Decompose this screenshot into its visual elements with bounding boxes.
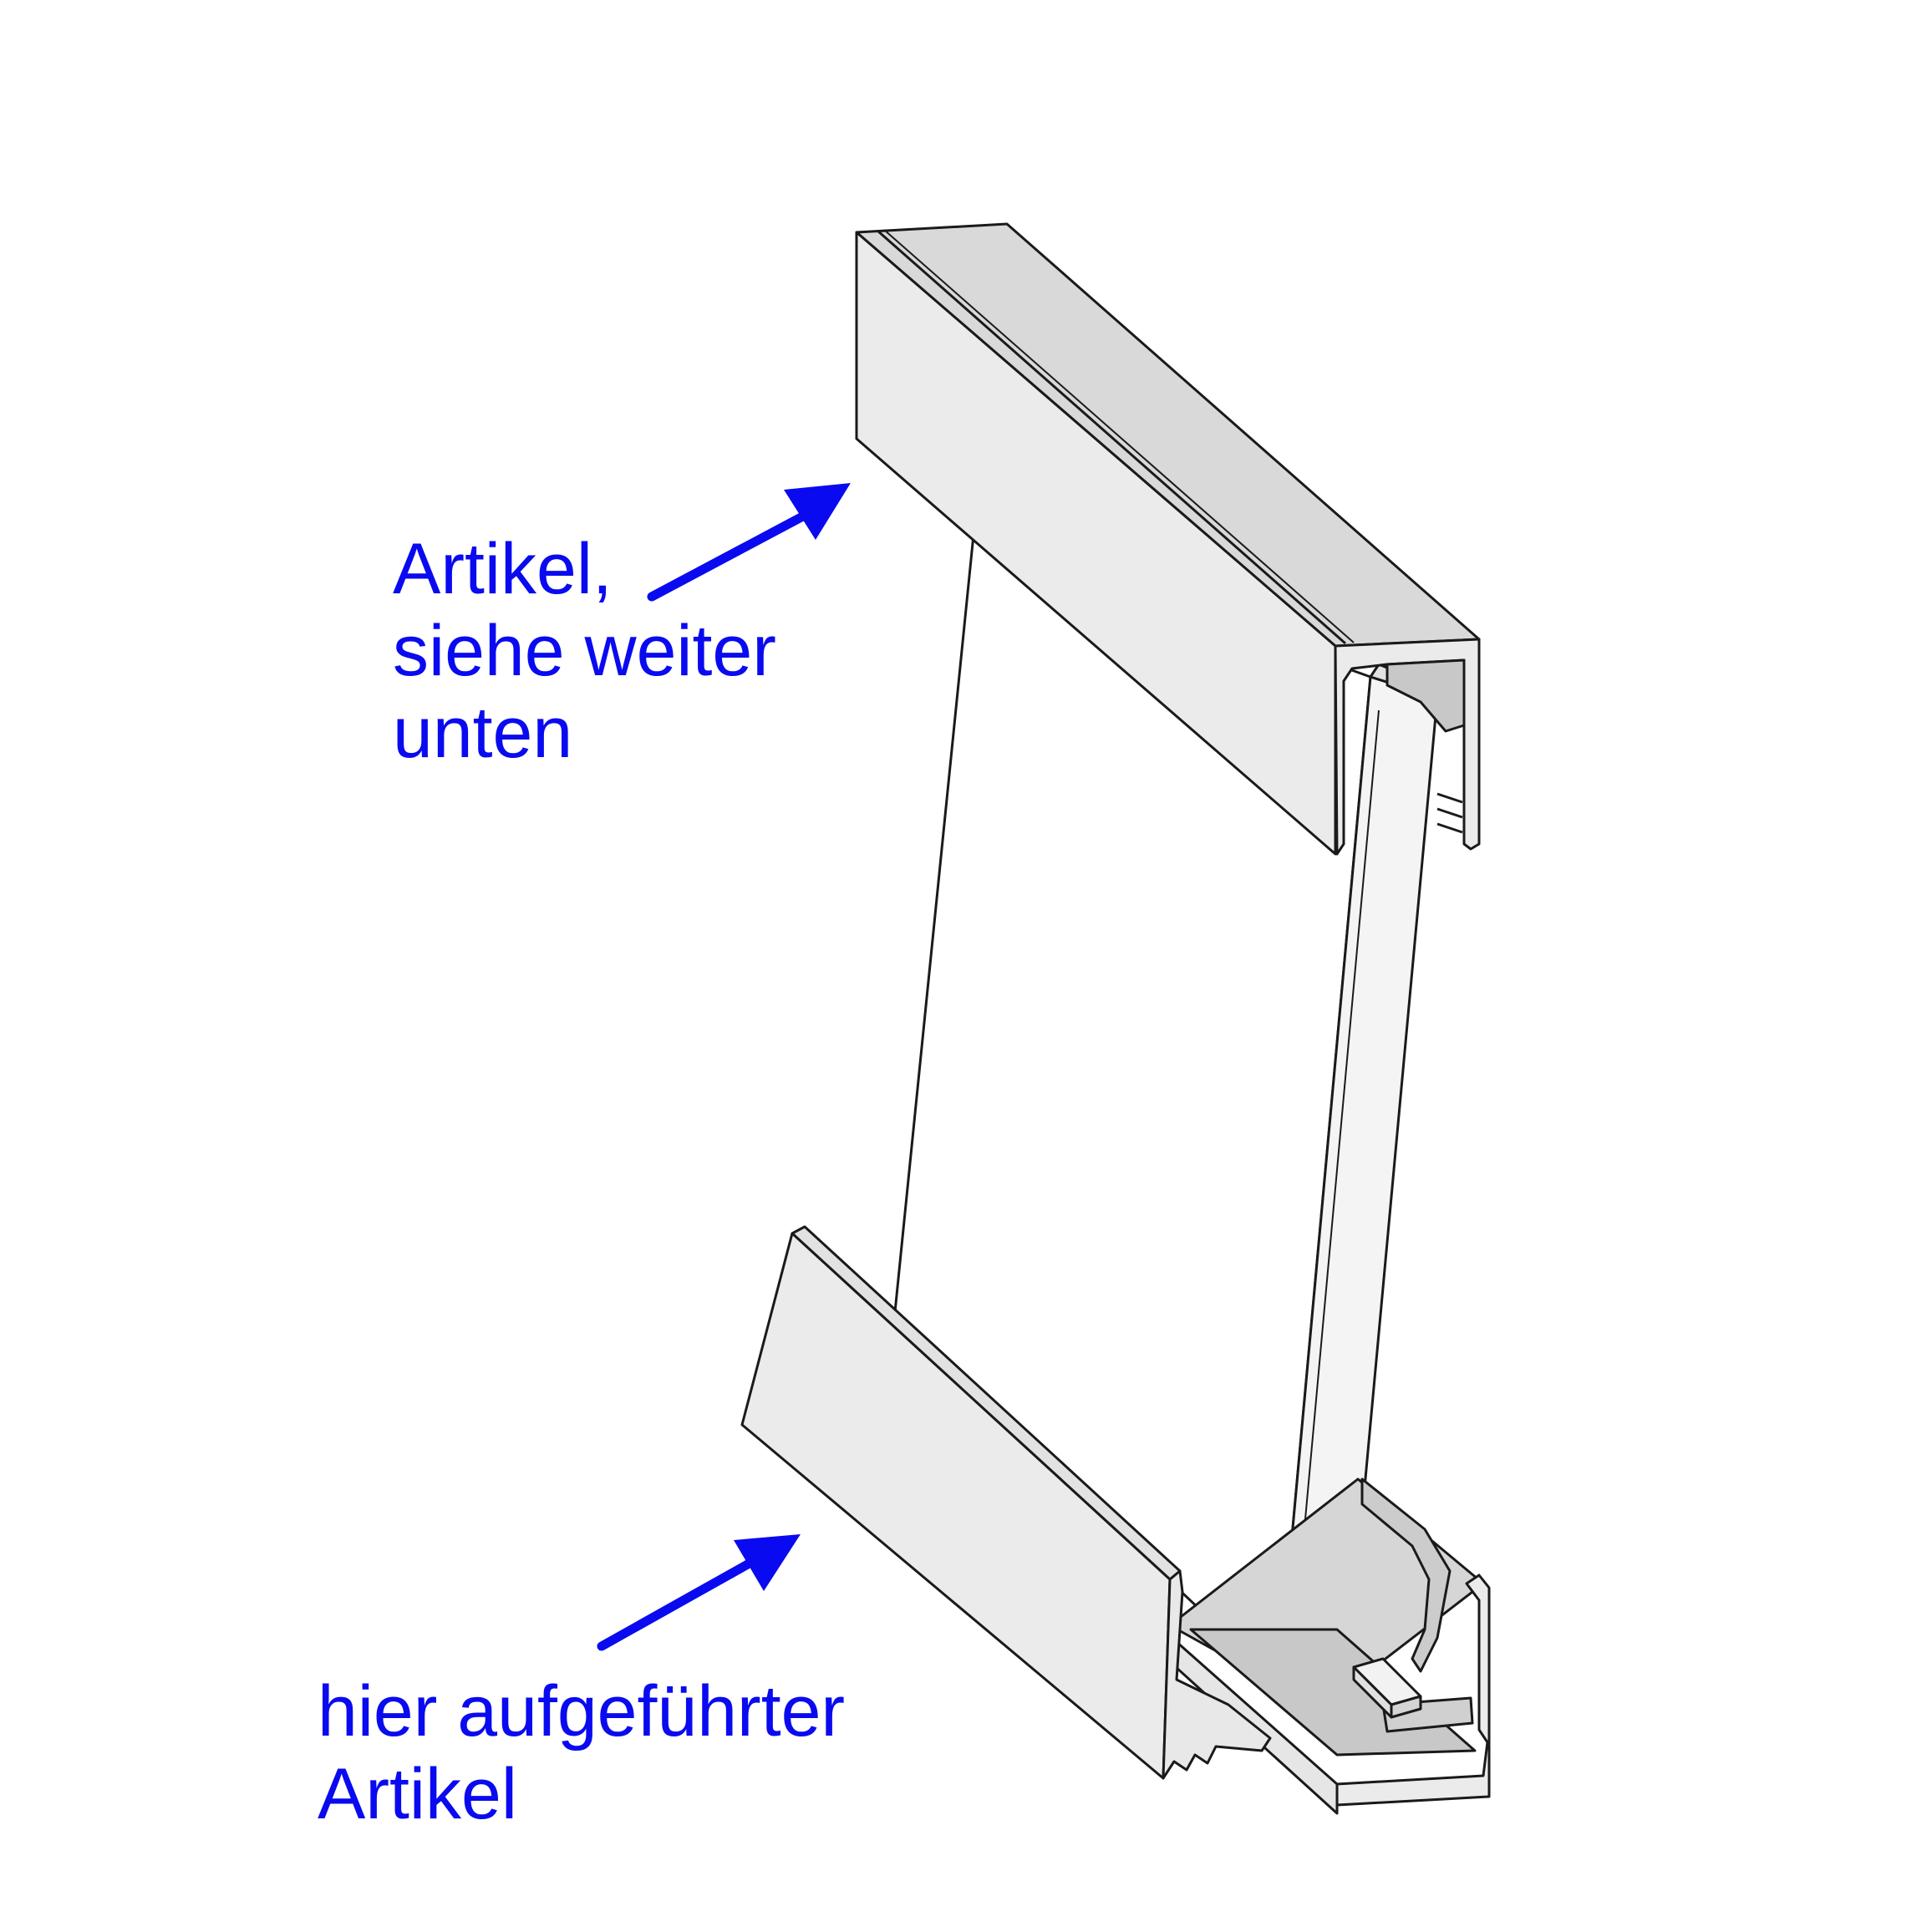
bottom-profile-base-rail <box>1360 1477 1452 1673</box>
bottom-profile <box>740 1225 1491 1815</box>
arrow-bottom-head <box>734 1534 801 1591</box>
arrow-top-shaft <box>647 501 828 602</box>
top-profile <box>855 222 1481 856</box>
bottom-profile-base-end-section <box>1335 1574 1491 1807</box>
panel-edge-line <box>1290 709 1380 1676</box>
top-profile-inner-rail-3 <box>1436 822 1463 834</box>
label-bottom-line-1: hier aufgeführter <box>318 1671 845 1752</box>
label-top-line-1: Artikel, <box>393 529 613 609</box>
bottom-profile-clip-side <box>1390 1695 1422 1719</box>
top-profile-inner-lip <box>1385 658 1466 733</box>
top-profile-inner-rail-1 <box>1436 792 1463 804</box>
top-profile-front-face <box>855 231 1337 856</box>
arrow-bottom <box>597 1534 801 1651</box>
top-profile-groove-1 <box>877 229 1346 645</box>
label-bottom-line-2: Artikel <box>318 1754 517 1834</box>
arrow-top-head <box>784 483 851 540</box>
label-top-line-3: unten <box>393 693 572 773</box>
cover-strip-end-section <box>1162 1569 1272 1780</box>
label-top-line-2: siehe weiter <box>393 611 776 691</box>
label-bottom: hier aufgeführter Artikel <box>318 1671 848 1834</box>
top-profile-inner-rail-2 <box>1436 807 1463 819</box>
arrow-top <box>647 483 851 602</box>
arrow-bottom-shaft <box>597 1545 778 1651</box>
top-profile-groove-2 <box>883 229 1355 643</box>
label-top: Artikel, siehe weiter unten <box>393 529 780 773</box>
